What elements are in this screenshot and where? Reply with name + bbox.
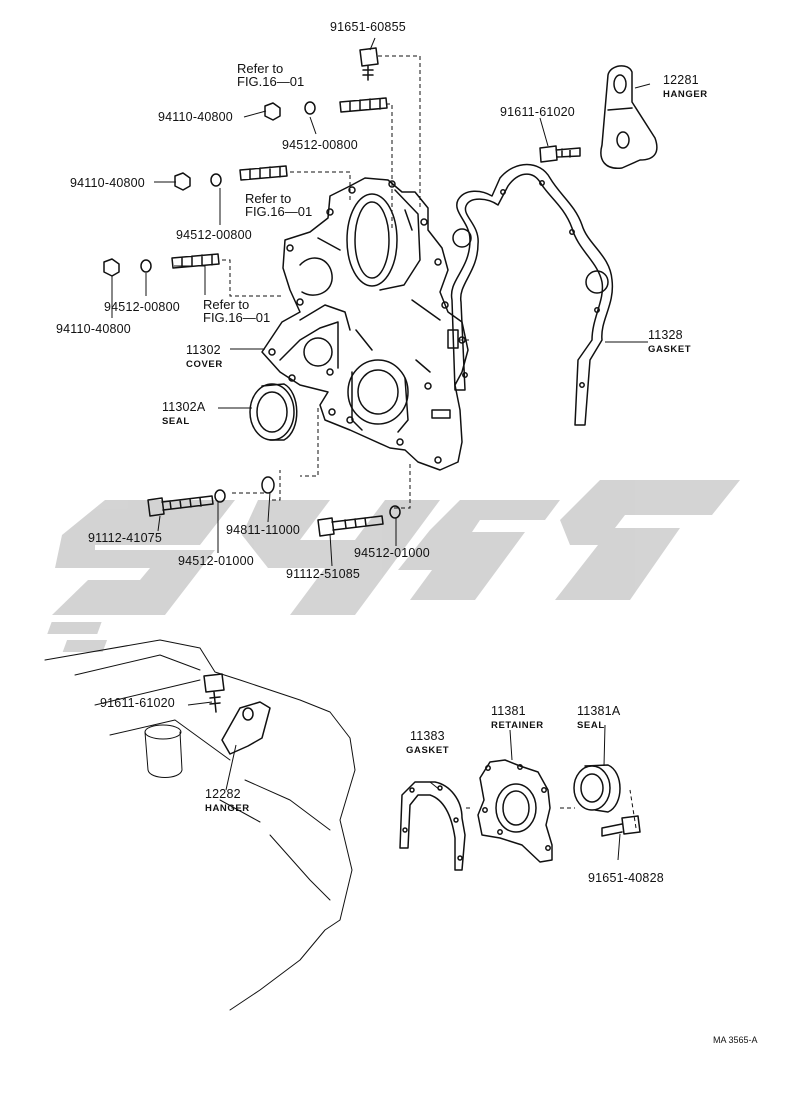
reference-3-line-2: FIG.16—01 bbox=[203, 310, 271, 325]
part-name-seal-top: SEAL bbox=[162, 416, 190, 427]
part-number-12281: 12281 bbox=[663, 73, 699, 87]
part-number-11328: 11328 bbox=[648, 328, 683, 342]
part-number-91651-40828: 91651-40828 bbox=[588, 871, 664, 885]
reference-2-line-1: Refer to bbox=[245, 191, 292, 206]
part-number-94512-00800-b: 94512-00800 bbox=[176, 228, 252, 242]
hanger-bottom bbox=[221, 701, 271, 755]
hanger-top bbox=[600, 65, 658, 169]
part-number-91112-41075: 91112-41075 bbox=[88, 531, 163, 545]
leader-lines bbox=[111, 37, 651, 861]
part-number-11302A: 11302A bbox=[162, 400, 206, 414]
part-name-hanger-top: HANGER bbox=[663, 89, 708, 100]
part-name-retainer: RETAINER bbox=[491, 720, 544, 731]
part-name-cover: COVER bbox=[186, 359, 223, 370]
part-number-11381: 11381 bbox=[491, 704, 526, 718]
part-number-11383: 11383 bbox=[410, 729, 445, 743]
rear-oil-seal bbox=[573, 765, 611, 811]
part-number-94110-40800-a: 94110-40800 bbox=[158, 110, 233, 124]
timing-cover bbox=[261, 177, 469, 471]
rear-seal-retainer bbox=[477, 759, 553, 863]
part-number-91651-60855: 91651-60855 bbox=[330, 20, 406, 34]
part-name-hanger-bottom: HANGER bbox=[205, 803, 250, 814]
part-name-seal-bottom: SEAL bbox=[577, 720, 605, 731]
figure-code: MA 3565-A bbox=[713, 1035, 758, 1045]
engine-block-outline bbox=[44, 639, 356, 1011]
part-number-11302: 11302 bbox=[186, 343, 221, 357]
part-name-gasket-bottom: GASKET bbox=[406, 745, 450, 756]
part-number-91611-61020-a: 91611-61020 bbox=[500, 105, 575, 119]
part-number-94512-01000-a: 94512-01000 bbox=[178, 554, 254, 568]
part-number-91112-51085: 91112-51085 bbox=[286, 567, 361, 581]
part-number-11381A: 11381A bbox=[577, 704, 621, 718]
reference-2-line-2: FIG.16—01 bbox=[245, 204, 313, 219]
part-number-12282: 12282 bbox=[205, 787, 241, 801]
watermark-logo bbox=[47, 480, 740, 652]
reference-3-line-1: Refer to bbox=[203, 297, 250, 312]
part-number-94110-40800-b: 94110-40800 bbox=[70, 176, 145, 190]
part-number-94512-00800-a: 94512-00800 bbox=[282, 138, 358, 152]
part-number-94512-01000-b: 94512-01000 bbox=[354, 546, 430, 560]
part-number-94512-00800-c: 94512-00800 bbox=[104, 300, 180, 314]
rear-seal-gasket bbox=[399, 781, 466, 871]
part-number-94811-11000: 94811-11000 bbox=[226, 523, 301, 537]
part-name-gasket-top: GASKET bbox=[648, 344, 692, 355]
reference-1-line-2: FIG.16—01 bbox=[237, 74, 305, 89]
timing-cover-gasket bbox=[450, 163, 614, 426]
part-number-94110-40800-c: 94110-40800 bbox=[56, 322, 131, 336]
reference-1-line-1: Refer to bbox=[237, 61, 284, 76]
part-number-91611-61020-b: 91611-61020 bbox=[100, 696, 175, 710]
